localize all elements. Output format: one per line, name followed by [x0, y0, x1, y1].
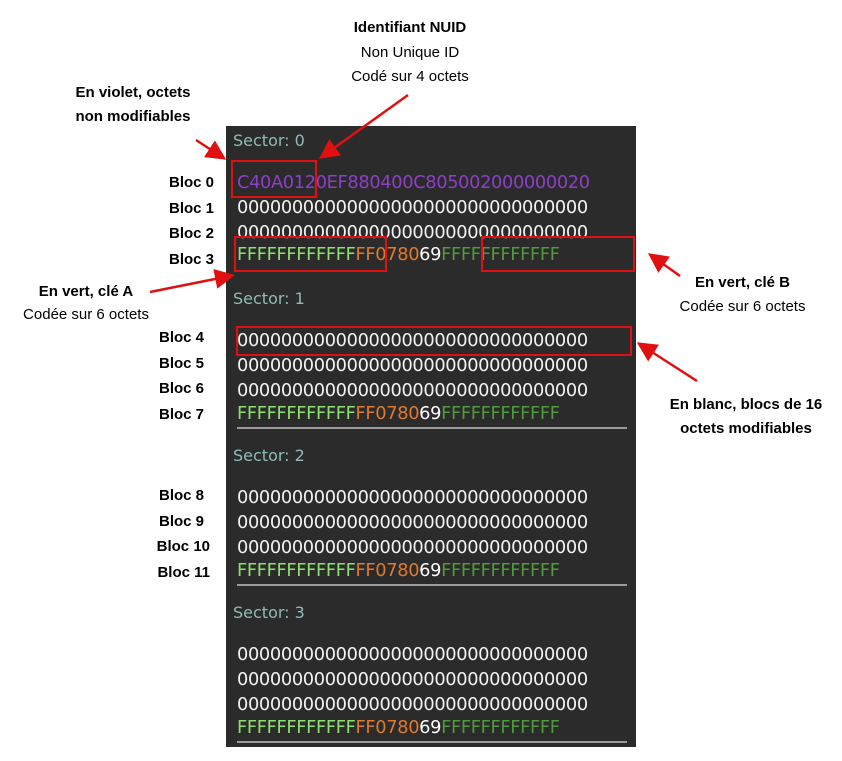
bloc-label-10: Bloc 10 [156, 538, 210, 555]
sector-title-1: Sector: 1 [233, 289, 305, 308]
sector-divider [237, 584, 627, 586]
block-0-manufacturer: C40A0120EF880400C805002000000020 [237, 172, 627, 193]
white-arrow [636, 342, 698, 383]
block-5-data: 00000000000000000000000000000000 [237, 355, 588, 376]
key-a-highlight-box [234, 236, 387, 272]
block-9-data: 00000000000000000000000000000000 [237, 512, 588, 533]
bloc-label-1: Bloc 1 [168, 200, 214, 217]
key-a: FFFFFFFFFFFF [237, 403, 356, 424]
white-line1: En blanc, blocs de 16 [669, 396, 823, 413]
keyA-line2: Codée sur 6 octets [23, 306, 149, 323]
violet-arrow [195, 138, 227, 160]
key-b-highlight-box [481, 236, 635, 272]
bloc-label-8: Bloc 8 [158, 487, 204, 504]
block-6-data: 00000000000000000000000000000000 [237, 380, 588, 401]
key-a: FFFFFFFFFFFF [237, 717, 356, 738]
block-11-trailer: FFFFFFFFFFFFFF078069FFFFFFFFFFFF [237, 560, 627, 581]
block-7-trailer: FFFFFFFFFFFFFF078069FFFFFFFFFFFF [237, 403, 627, 424]
block-13-data: 00000000000000000000000000000000 [237, 669, 588, 690]
white-line2: octets modifiables [680, 420, 812, 437]
bloc-label-3: Bloc 3 [168, 251, 214, 268]
key-b: FFFFFFFFFFFF [441, 560, 560, 581]
gpb-byte: 69 [419, 244, 442, 265]
key-a: FFFFFFFFFFFF [237, 244, 356, 265]
manufacturer-bytes: 20EF880400C805002000000020 [304, 172, 590, 193]
bloc-label-5: Bloc 5 [158, 355, 204, 372]
nuid-line1: Non Unique ID [360, 44, 460, 61]
block-1-data: 00000000000000000000000000000000 [237, 197, 588, 218]
gpb-byte: 69 [419, 560, 442, 581]
bloc-label-11: Bloc 11 [157, 564, 210, 581]
nuid-line2: Codé sur 4 octets [351, 68, 469, 85]
nuid-highlight-box [231, 160, 317, 198]
violet-line1: En violet, octets [75, 84, 191, 101]
key-b-arrow [647, 253, 681, 278]
keyA-line1: En vert, clé A [38, 283, 134, 300]
gpb-byte: 69 [419, 403, 442, 424]
access-bits: FF0780 [355, 717, 420, 738]
keyB-line2: Codée sur 6 octets [679, 298, 806, 315]
bloc-label-9: Bloc 9 [158, 513, 204, 530]
nuid-title: Identifiant NUID [353, 19, 467, 36]
nuid-arrow [318, 93, 409, 159]
access-bits: FF0780 [355, 244, 420, 265]
gpb-byte: 69 [419, 717, 442, 738]
block-10-data: 00000000000000000000000000000000 [237, 537, 588, 558]
white-block-highlight-box [236, 326, 632, 356]
bloc-label-4: Bloc 4 [158, 329, 204, 346]
violet-line2: non modifiables [75, 108, 191, 125]
sector-divider [237, 741, 627, 743]
block-12-data: 00000000000000000000000000000000 [237, 644, 588, 665]
key-a-arrow [149, 269, 235, 294]
nuid-bytes: C40A01 [237, 172, 305, 193]
access-bits: FF0780 [355, 403, 420, 424]
sector-divider [237, 427, 627, 429]
block-4-data: 00000000000000000000000000000000 [237, 330, 588, 351]
block-3-trailer: FFFFFFFFFFFFFF078069FFFFFFFFFFFF [237, 244, 627, 265]
key-a: FFFFFFFFFFFF [237, 560, 356, 581]
key-b: FFFFFFFFFFFF [441, 717, 560, 738]
mifare-dump-screen: Sector: 0 C40A0120EF880400C8050020000000… [226, 126, 636, 747]
bloc-label-7: Bloc 7 [158, 406, 204, 423]
block-8-data: 00000000000000000000000000000000 [237, 487, 588, 508]
bloc-label-2: Bloc 2 [168, 225, 214, 242]
access-bits: FF0780 [355, 560, 420, 581]
bloc-label-6: Bloc 6 [158, 380, 204, 397]
sector-title-2: Sector: 2 [233, 446, 305, 465]
key-b: FFFFFFFFFFFF [441, 244, 560, 265]
block-15-trailer: FFFFFFFFFFFFFF078069FFFFFFFFFFFF [237, 717, 627, 738]
bloc-label-0: Bloc 0 [168, 174, 214, 191]
block-14-data: 00000000000000000000000000000000 [237, 694, 588, 715]
sector-title-3: Sector: 3 [233, 603, 305, 622]
sector-title-0: Sector: 0 [233, 131, 305, 150]
keyB-line1: En vert, clé B [694, 274, 791, 291]
key-b: FFFFFFFFFFFF [441, 403, 560, 424]
